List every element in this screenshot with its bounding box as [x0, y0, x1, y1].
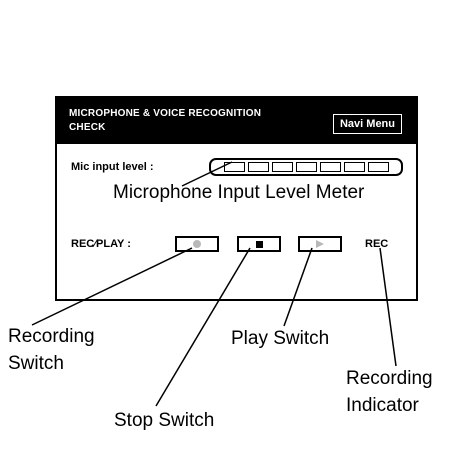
meter-segment	[223, 162, 245, 172]
mic-input-level-label: Mic input level :	[71, 161, 154, 173]
rec-play-label: REC∕PLAY :	[71, 238, 131, 250]
mic-check-screen: MICROPHONE & VOICE RECOGNITION CHECK Nav…	[55, 96, 418, 301]
play-icon	[316, 240, 324, 248]
screen-title: MICROPHONE & VOICE RECOGNITION CHECK	[69, 108, 262, 133]
stop-switch[interactable]	[237, 236, 281, 252]
record-icon	[193, 240, 201, 248]
meter-callout-label: Microphone Input Level Meter	[113, 182, 365, 203]
recording-indicator-callout: Recording Indicator	[346, 368, 433, 416]
play-switch[interactable]	[298, 236, 342, 252]
navi-menu-button[interactable]: Navi Menu	[332, 114, 402, 134]
meter-segment	[247, 162, 269, 172]
meter-segment	[319, 162, 341, 172]
meter-segment	[343, 162, 365, 172]
meter-segment	[271, 162, 293, 172]
meter-segment	[367, 162, 389, 172]
meter-segment	[295, 162, 317, 172]
stop-icon	[255, 240, 263, 248]
mic-input-level-meter	[209, 158, 403, 176]
screen-header: MICROPHONE & VOICE RECOGNITION CHECK Nav…	[57, 98, 416, 144]
recording-indicator: REC	[365, 238, 389, 250]
stop-switch-callout: Stop Switch	[114, 410, 215, 431]
recording-switch[interactable]	[175, 236, 219, 252]
play-switch-callout: Play Switch	[231, 328, 330, 349]
recording-switch-callout: Recording Switch	[8, 326, 95, 374]
